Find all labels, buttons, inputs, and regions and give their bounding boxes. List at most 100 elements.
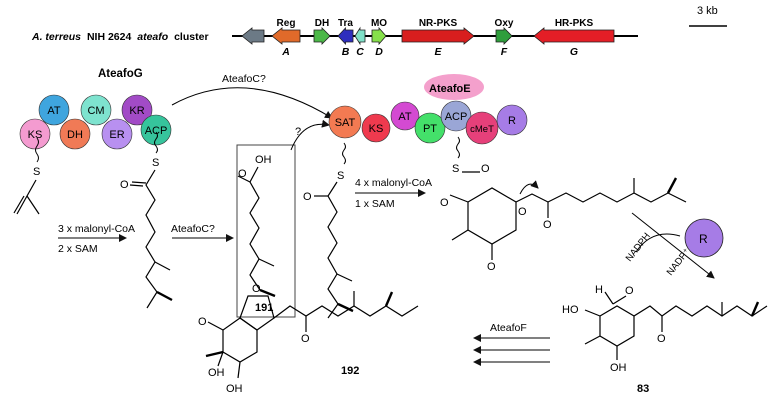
atom-s-sat: S bbox=[337, 170, 344, 182]
gene-top-label-8: HR-PKS bbox=[555, 18, 594, 29]
atom-o-int1: O bbox=[481, 163, 490, 175]
atom-o-g: O bbox=[120, 179, 129, 191]
ateafoE-domain-at bbox=[390, 101, 420, 131]
ateafoE-domain-label-r: R bbox=[508, 115, 516, 127]
c192-oh1 bbox=[217, 351, 224, 367]
gene-bottom-label-6: E bbox=[434, 46, 442, 58]
gene-bottom-label-8: G bbox=[570, 46, 578, 58]
chain-g-me2 bbox=[156, 290, 173, 302]
gene-arrow-7 bbox=[495, 27, 513, 45]
atom-o-192b: O bbox=[198, 316, 207, 328]
c192-me bbox=[205, 350, 224, 358]
atom-oh-83: OH bbox=[610, 362, 627, 374]
chain-191-me2 bbox=[259, 288, 276, 298]
c83-oh1 bbox=[584, 309, 601, 317]
nadph-curve bbox=[635, 233, 681, 253]
acetyl-bond2 bbox=[26, 195, 40, 215]
gene-top-label-2: DH bbox=[315, 18, 329, 29]
acp-tether-e bbox=[456, 136, 460, 159]
c83-ald1 bbox=[604, 291, 614, 305]
atom-o-83: O bbox=[625, 285, 634, 297]
cluster-title: A. terreus NIH 2624 ateafo cluster bbox=[31, 31, 209, 43]
atom-oh-191: OH bbox=[255, 154, 272, 166]
ateafoE-domain-sat bbox=[328, 105, 362, 139]
compound-192-label: 192 bbox=[341, 365, 359, 377]
chain-sat-me2 bbox=[337, 302, 354, 313]
ateafoC-mid: AteafoC? bbox=[171, 223, 215, 235]
int-chain-me2 bbox=[666, 177, 678, 194]
atom-o-192c: O bbox=[301, 333, 310, 345]
chain-sat bbox=[327, 181, 339, 319]
chain-191-me bbox=[258, 258, 275, 267]
gene-top-label-1: Reg bbox=[277, 18, 296, 29]
ateafoG-label: AteafoG bbox=[98, 68, 143, 80]
gene-arrow-5 bbox=[371, 26, 387, 46]
step1-line2: 2 x SAM bbox=[58, 243, 98, 255]
atom-s-acetyl: S bbox=[33, 166, 40, 178]
ateafoC-top: AteafoC? bbox=[222, 73, 266, 85]
acetyl-bond bbox=[16, 179, 37, 215]
ateafoE-domain-label-sat: SAT bbox=[335, 117, 356, 129]
curve-arrow-ateafoC bbox=[171, 87, 333, 119]
ateafoF-label: AteafoF bbox=[490, 322, 527, 334]
compound-191-box bbox=[236, 144, 296, 318]
ateafoE-domain-label-ks: KS bbox=[369, 123, 384, 135]
ateafoE-domain-label-cmet: cMeT bbox=[470, 124, 494, 135]
ateafoE-domain-cmet bbox=[465, 111, 499, 145]
ateafoG-domain-label-dh: DH bbox=[67, 129, 83, 141]
c83-chain bbox=[633, 305, 768, 317]
ateafoE-domain-label-at: AT bbox=[398, 111, 412, 123]
ateafoG-domain-label-at: AT bbox=[47, 105, 61, 117]
compound-83-label: 83 bbox=[637, 383, 649, 395]
atom-ho-83: HO bbox=[562, 304, 579, 316]
ks-tether bbox=[35, 137, 39, 163]
ateafoG-domain-label-acp: ACP bbox=[145, 125, 168, 137]
question-mark: ? bbox=[295, 126, 301, 138]
atom-h-83: H bbox=[595, 284, 603, 296]
atom-o-int4: O bbox=[518, 206, 527, 218]
gene-top-label-5: MO bbox=[371, 18, 387, 29]
ateafoE-domain-label-pt: PT bbox=[423, 123, 437, 135]
gene-arrow-2 bbox=[313, 27, 331, 45]
ateafoG-domain-dh bbox=[59, 118, 91, 150]
ateafoE-domain-r bbox=[496, 104, 528, 136]
c83-me bbox=[584, 335, 601, 345]
c83-me3 bbox=[750, 301, 760, 317]
c192-co bbox=[207, 321, 224, 331]
atom-s-g: S bbox=[152, 157, 159, 169]
step1-line1: 3 x malonyl-CoA bbox=[58, 223, 135, 235]
ateafoG-domain-at bbox=[38, 94, 70, 126]
atom-o-191: O bbox=[238, 168, 247, 180]
ateafoE-badge bbox=[424, 74, 484, 100]
ateafoG-domain-acp bbox=[140, 114, 172, 146]
atom-s-e: S bbox=[452, 163, 459, 175]
ateafoG-domain-label-cm: CM bbox=[87, 105, 104, 117]
c192-oh2 bbox=[237, 361, 241, 379]
atom-oh-192a: OH bbox=[208, 367, 225, 379]
chain-g bbox=[145, 169, 158, 309]
gene-bottom-label-1: A bbox=[281, 46, 290, 58]
gene-top-label-7: Oxy bbox=[495, 18, 514, 29]
c192-me3 bbox=[384, 291, 394, 307]
gene-arrow-0 bbox=[241, 27, 265, 45]
gene-arrow-6 bbox=[401, 27, 475, 45]
ateafoG-domain-er bbox=[101, 118, 133, 150]
r-domain-label: R bbox=[699, 232, 708, 246]
chain-g-me1 bbox=[154, 261, 171, 271]
chain-g-co bbox=[129, 184, 144, 187]
chain-191 bbox=[249, 166, 261, 291]
atom-o-int5: O bbox=[543, 219, 552, 231]
cyclization-arrow bbox=[519, 180, 539, 195]
gene-bottom-label-4: C bbox=[356, 46, 364, 58]
scale-bar-label: 3 kb bbox=[697, 5, 718, 17]
gene-top-label-6: NR-PKS bbox=[419, 18, 458, 29]
ateafoE-domain-pt bbox=[414, 112, 446, 144]
gene-bottom-label-5: D bbox=[375, 46, 383, 58]
sat-tether bbox=[342, 142, 346, 165]
c192-ring bbox=[222, 317, 258, 363]
gene-top-label-3: Tra bbox=[338, 18, 353, 29]
gene-arrow-3 bbox=[337, 26, 354, 46]
